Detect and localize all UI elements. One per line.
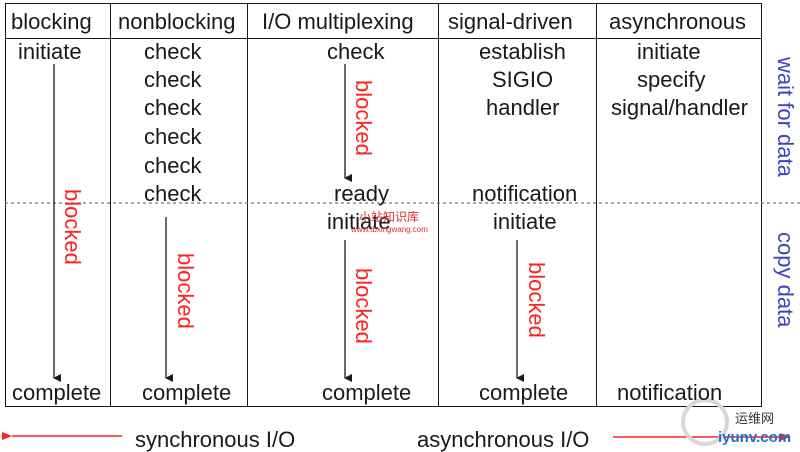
multiplexing-initiate: initiate <box>327 209 391 234</box>
signal-establish: establish <box>479 39 566 64</box>
copy-data-label: copy data <box>773 232 798 328</box>
multiplexing-ready: ready <box>334 181 390 206</box>
async-initiate: initiate <box>637 39 701 64</box>
header-io-multiplexing: I/O multiplexing <box>262 9 414 34</box>
async-specify: specify <box>637 67 706 92</box>
blocking-complete: complete <box>12 380 102 405</box>
col-divider-5 <box>596 3 597 407</box>
nonblocking-check-3: check <box>144 95 202 120</box>
multiplexing-complete: complete <box>322 380 412 405</box>
synchronous-io-label: synchronous I/O <box>135 427 296 452</box>
top-border <box>5 3 761 4</box>
nonblocking-complete: complete <box>142 380 232 405</box>
nonblocking-check-1: check <box>144 39 202 64</box>
async-signal-handler: signal/handler <box>611 95 748 120</box>
multiplexing-blocked-label-1: blocked <box>351 80 376 156</box>
col-divider-3 <box>247 3 248 407</box>
watermark-corner-url: iyunv.com <box>718 429 792 446</box>
multiplexing-check: check <box>327 39 385 64</box>
nonblocking-check-5: check <box>144 153 202 178</box>
nonblocking-check-4: check <box>144 124 202 149</box>
async-notification: notification <box>617 380 723 405</box>
watermark-ring <box>681 398 729 446</box>
col-divider-6 <box>761 3 762 407</box>
nonblocking-check-2: check <box>144 67 202 92</box>
signal-notification: notification <box>472 181 578 206</box>
signal-handler: handler <box>486 95 560 120</box>
blocking-blocked-label: blocked <box>60 189 85 265</box>
signal-blocked-label: blocked <box>524 262 549 338</box>
col-divider-2 <box>110 3 111 407</box>
signal-complete: complete <box>479 380 569 405</box>
signal-sigio: SIGIO <box>492 67 554 92</box>
wait-for-data-label: wait for data <box>773 57 798 177</box>
header-divider <box>5 38 761 39</box>
bottom-border <box>5 406 761 407</box>
col-divider-1 <box>5 3 6 407</box>
header-blocking: blocking <box>11 9 92 34</box>
watermark-center-cn: 小站知识库 <box>359 210 420 224</box>
blocking-initiate: initiate <box>18 39 82 64</box>
watermark-corner-cn: 运维网 <box>735 411 775 426</box>
nonblocking-check-6: check <box>144 181 202 206</box>
asynchronous-io-label: asynchronous I/O <box>417 427 590 452</box>
nonblocking-blocked-label: blocked <box>173 253 198 329</box>
header-asynchronous: asynchronous <box>609 9 746 34</box>
watermark-center-url: www.tbxingwang.com <box>351 225 428 234</box>
signal-initiate: initiate <box>493 209 557 234</box>
col-divider-4 <box>438 3 439 407</box>
multiplexing-blocked-label-2: blocked <box>351 268 376 344</box>
header-signal-driven: signal-driven <box>448 9 573 34</box>
header-nonblocking: nonblocking <box>118 9 236 34</box>
